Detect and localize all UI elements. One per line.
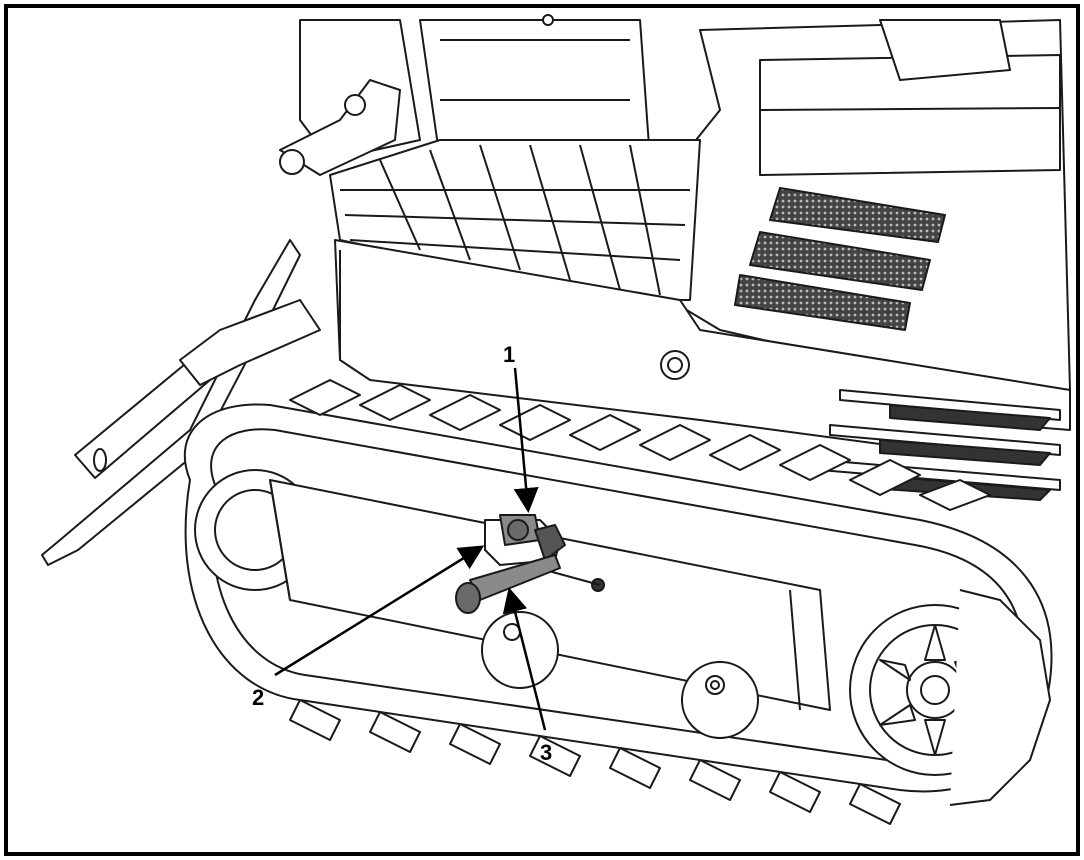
machine-drawing xyxy=(41,14,1071,825)
lever-handle xyxy=(455,554,561,614)
tensioner-mechanism xyxy=(484,514,605,592)
callout-1: 1 xyxy=(503,342,539,513)
dozer-blade xyxy=(41,239,321,566)
callout-3-label: 3 xyxy=(540,740,552,765)
callout-3: 3 xyxy=(502,587,552,765)
callout-1-leader xyxy=(513,367,539,513)
callout-2-label: 2 xyxy=(252,685,264,710)
callout-2-leader xyxy=(274,545,485,677)
callout-2: 2 xyxy=(252,545,485,710)
callout-3-leader xyxy=(502,587,547,731)
deck-platform xyxy=(329,139,701,301)
chassis-body xyxy=(334,239,1071,501)
callout-1-label: 1 xyxy=(503,342,515,367)
crawler-track xyxy=(183,379,1053,825)
engine-hood xyxy=(669,19,1071,391)
